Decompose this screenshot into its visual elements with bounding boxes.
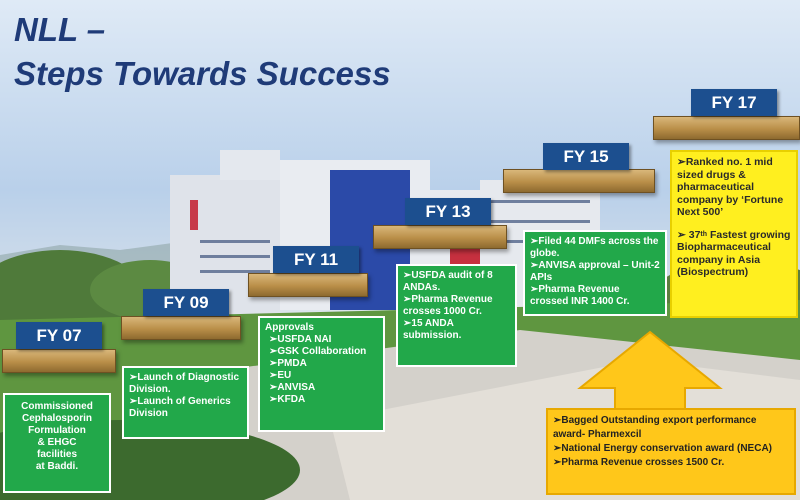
fy17-extra-box: Bagged Outstanding export performance aw… [546, 408, 796, 495]
up-arrow-icon [577, 330, 723, 410]
step-box-fy11: Approvals USFDA NAI GSK Collaboration PM… [258, 316, 385, 432]
stair-step-fy17 [653, 116, 800, 140]
fy09-item: Launch of Diagnostic Division. [129, 372, 242, 396]
step-label-fy11: FY 11 [273, 246, 359, 273]
fy13-item: Pharma Revenue crosses 1000 Cr. [403, 294, 510, 318]
fy11-item: GSK Collaboration [269, 346, 378, 358]
step-label-fy15: FY 15 [543, 143, 629, 170]
fy17-extra-item: Bagged Outstanding export performance aw… [553, 414, 789, 442]
fy15-item: Pharma Revenue crossed INR 1400 Cr. [530, 284, 660, 308]
title-line-2: Steps Towards Success [14, 55, 391, 92]
fy15-item: ANVISA approval – Unit-2 APIs [530, 260, 660, 284]
stair-step-fy11 [248, 273, 368, 297]
fy17-extra-item: National Energy conservation award (NECA… [553, 442, 789, 456]
step-label-fy13: FY 13 [405, 198, 491, 225]
fy11-item: EU [269, 370, 378, 382]
fy09-item: Launch of Generics Division [129, 396, 242, 420]
step-label-fy09: FY 09 [143, 289, 229, 316]
fy13-item: USFDA audit of 8 ANDAs. [403, 270, 510, 294]
fy11-heading: Approvals [265, 322, 314, 333]
stair-step-fy15 [503, 169, 655, 193]
fy07-line: facilities [36, 449, 78, 460]
fy07-line: & EHGC [37, 437, 77, 448]
fy13-item: 15 ANDA submission. [403, 318, 510, 342]
fy11-item: KFDA [269, 394, 378, 406]
fy17-extra-item: Pharma Revenue crosses 1500 Cr. [553, 456, 789, 470]
fy17-rank-suffix: th [700, 230, 708, 238]
fy11-item: ANVISA [269, 382, 378, 394]
step-box-fy17: Ranked no. 1 mid sized drugs & pharmaceu… [670, 150, 798, 318]
fy07-line: at Baddi. [35, 461, 79, 472]
fy07-line: Formulation [28, 425, 86, 436]
step-box-fy09: Launch of Diagnostic Division. Launch of… [122, 366, 249, 439]
fy17-rank-number: 37 [688, 228, 701, 241]
stair-step-fy07 [2, 349, 116, 373]
fy07-line: Cephalosporin [21, 413, 92, 424]
stair-step-fy13 [373, 225, 507, 249]
stair-step-fy09 [121, 316, 241, 340]
step-box-fy13: USFDA audit of 8 ANDAs. Pharma Revenue c… [396, 264, 517, 367]
fy07-line: Commissioned [21, 401, 93, 412]
step-box-fy07: Commissioned Cephalosporin Formulation &… [3, 393, 111, 493]
fy17-rank-text: Fastest growing Biopharmaceutical compan… [677, 228, 791, 279]
page-title: NLL – Steps Towards Success [14, 8, 391, 96]
fy15-item: Filed 44 DMFs across the globe. [530, 236, 660, 260]
fy17-item: 37th Fastest growing Biopharmaceutical c… [677, 229, 791, 279]
fy17-item: Ranked no. 1 mid sized drugs & pharmaceu… [677, 156, 791, 219]
title-line-1: NLL – [14, 11, 106, 48]
step-box-fy15: Filed 44 DMFs across the globe. ANVISA a… [523, 230, 667, 316]
fy11-item: PMDA [269, 358, 378, 370]
step-label-fy07: FY 07 [16, 322, 102, 349]
fy11-item: USFDA NAI [269, 334, 378, 346]
step-label-fy17: FY 17 [691, 89, 777, 116]
